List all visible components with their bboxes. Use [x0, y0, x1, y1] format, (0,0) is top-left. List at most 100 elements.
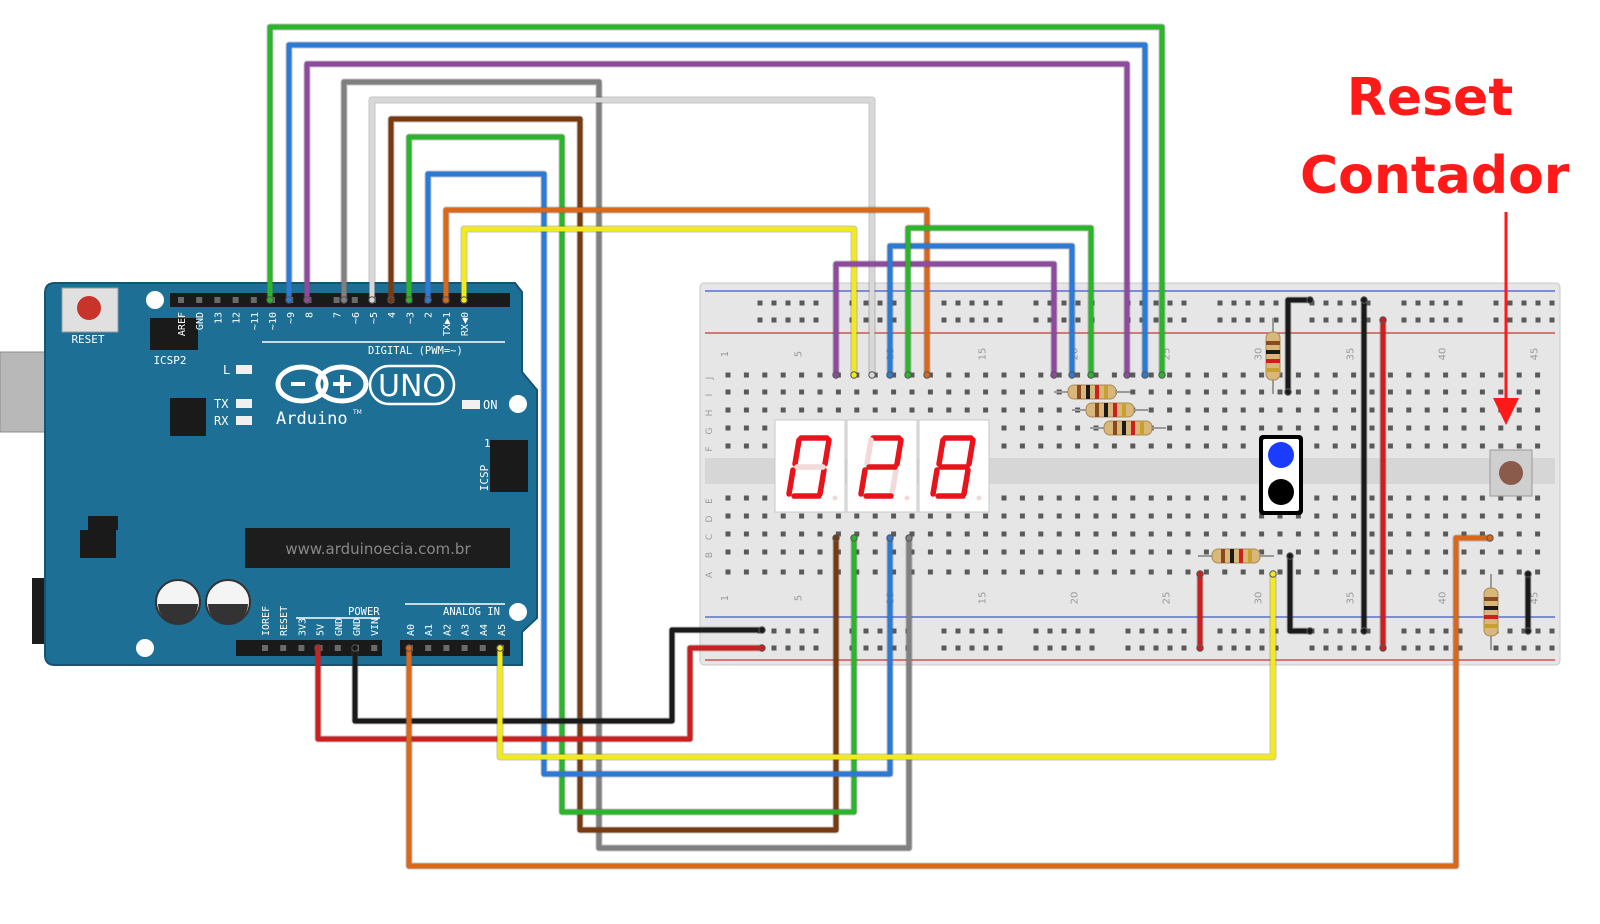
- breadboard-hole: [1222, 425, 1228, 431]
- rail-hole: [1047, 300, 1053, 306]
- breadboard-hole: [1222, 443, 1228, 449]
- rail-hole: [941, 628, 947, 634]
- breadboard-hole: [1001, 495, 1007, 501]
- breadboard-column-number: 40: [1438, 348, 1449, 361]
- breadboard-hole: [1369, 549, 1375, 555]
- breadboard-column-number: 45: [1530, 592, 1541, 605]
- breadboard-hole: [725, 569, 731, 575]
- rail-hole: [1549, 645, 1555, 651]
- breadboard-hole: [1351, 372, 1357, 378]
- breadboard-column-number: 15: [978, 592, 989, 605]
- breadboard-hole: [1406, 443, 1412, 449]
- rail-hole: [1443, 300, 1449, 306]
- resistor-band: [1077, 385, 1081, 399]
- breadboard-hole: [1535, 549, 1541, 555]
- resistor-band: [1484, 606, 1498, 610]
- breadboard-hole: [1277, 389, 1283, 395]
- wire-end: [387, 296, 395, 304]
- breadboard-column-number: 35: [1346, 348, 1357, 361]
- breadboard-hole: [1075, 495, 1081, 501]
- rail-hole: [1061, 628, 1067, 634]
- breadboard-hole: [1185, 569, 1191, 575]
- reset-push-button[interactable]: [1489, 449, 1533, 497]
- push-button-cap[interactable]: [1499, 461, 1523, 485]
- digital-pin-label: 13: [213, 312, 224, 324]
- breadboard-hole: [1369, 425, 1375, 431]
- rail-hole: [1401, 645, 1407, 651]
- display-segment-e: [858, 467, 868, 497]
- wire-white: [369, 97, 875, 375]
- arduino-infinity-logo: [275, 364, 369, 404]
- breadboard-row-letter: G: [705, 427, 715, 434]
- breadboard-hole: [1498, 372, 1504, 378]
- digital-pin-label: GND: [195, 312, 206, 330]
- breadboard-hole: [964, 549, 970, 555]
- breadboard-hole: [1406, 531, 1412, 537]
- resistor-band: [1113, 421, 1117, 435]
- breadboard-row-letter: J: [705, 377, 715, 381]
- breadboard-hole: [872, 389, 878, 395]
- rail-hole: [1047, 645, 1053, 651]
- breadboard-hole: [891, 389, 897, 395]
- breadboard-hole: [1001, 372, 1007, 378]
- display-segment-b: [822, 437, 832, 467]
- reset-button[interactable]: [77, 296, 101, 320]
- breadboard-hole: [909, 569, 915, 575]
- breadboard-hole: [1075, 443, 1081, 449]
- breadboard-hole: [1056, 569, 1062, 575]
- breadboard-hole: [1351, 513, 1357, 519]
- power-pin: [280, 645, 287, 651]
- breadboard-hole: [1498, 495, 1504, 501]
- rail-hole: [891, 317, 897, 323]
- resistor: [1072, 402, 1148, 418]
- breadboard-hole: [983, 569, 989, 575]
- breadboard-hole: [1461, 407, 1467, 413]
- reset-label: RESET: [71, 333, 104, 346]
- breadboard-hole: [1111, 513, 1117, 519]
- rail-hole: [1153, 628, 1159, 634]
- analog-pin-label: A3: [461, 624, 472, 636]
- wire-end: [850, 371, 858, 379]
- icsp-pin1-label: 1: [484, 437, 491, 450]
- breadboard-hole: [1093, 569, 1099, 575]
- rail-hole: [1245, 645, 1251, 651]
- breadboard-hole: [1479, 407, 1485, 413]
- seven-segment-displays: [774, 419, 990, 513]
- breadboard-hole: [909, 513, 915, 519]
- resistor-band: [1131, 421, 1135, 435]
- breadboard-hole: [854, 407, 860, 413]
- breadboard-hole: [872, 531, 878, 537]
- breadboard-hole: [1259, 372, 1265, 378]
- resistor-body: [1483, 587, 1499, 637]
- arrow-head: [1493, 398, 1519, 425]
- breadboard-hole: [1093, 495, 1099, 501]
- breadboard-hole: [927, 407, 933, 413]
- rail-hole: [1549, 300, 1555, 306]
- breadboard-hole: [909, 549, 915, 555]
- breadboard-hole: [1185, 389, 1191, 395]
- breadboard-hole: [1535, 569, 1541, 575]
- breadboard-column-number: 1: [720, 351, 731, 357]
- breadboard-hole: [780, 389, 786, 395]
- breadboard-hole: [762, 531, 768, 537]
- breadboard-hole: [1075, 425, 1081, 431]
- rail-hole: [1033, 300, 1039, 306]
- display-segment-c: [817, 467, 827, 497]
- led-tx-label: TX: [214, 397, 229, 411]
- breadboard-hole: [725, 443, 731, 449]
- breadboard-hole: [1314, 389, 1320, 395]
- power-pin: [262, 645, 268, 651]
- rail-hole: [1245, 317, 1251, 323]
- breadboard-hole: [817, 549, 823, 555]
- wire-end: [1050, 371, 1058, 379]
- power-pin-label: GND: [352, 618, 363, 636]
- rail-hole: [1521, 317, 1527, 323]
- breadboard-hole: [1075, 549, 1081, 555]
- breadboard-hole: [1387, 495, 1393, 501]
- breadboard-hole: [1498, 443, 1504, 449]
- rail-hole: [1457, 628, 1463, 634]
- breadboard-hole: [1461, 549, 1467, 555]
- breadboard-hole: [1093, 531, 1099, 537]
- resistor-band: [1266, 368, 1280, 372]
- breadboard-hole: [725, 513, 731, 519]
